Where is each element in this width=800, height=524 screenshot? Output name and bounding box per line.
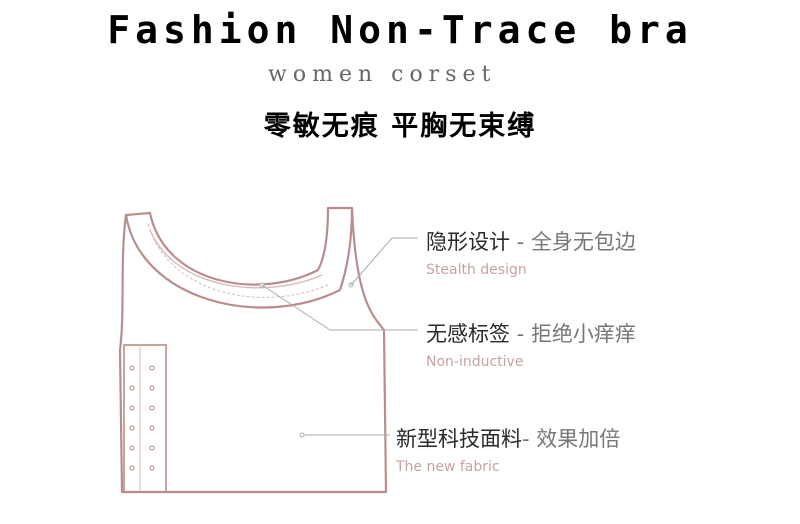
page-subtitle: women corset — [268, 62, 497, 87]
feature-benefit: 效果加倍 — [536, 427, 621, 451]
leader-line-1b — [261, 284, 331, 331]
feature-english: Non-inductive — [426, 354, 524, 370]
feature-benefit: 拒绝小痒痒 — [530, 322, 636, 346]
page-title: Fashion Non-Trace bra — [107, 8, 693, 52]
feature-separator: - — [510, 230, 531, 254]
hook-band — [123, 344, 167, 493]
feature-stealth: 隐形设计 - 全身无包边 Stealth design — [426, 226, 636, 278]
feature-name: 无感标签 — [426, 322, 510, 346]
feature-fabric: 新型科技面料- 效果加倍 The new fabric — [396, 423, 620, 475]
feature-separator: - — [510, 322, 531, 346]
bra-outline — [124, 206, 354, 309]
feature-english: The new fabric — [396, 459, 500, 475]
leader-lines — [259, 237, 418, 438]
neckline-inner — [149, 229, 323, 289]
feature-benefit: 全身无包边 — [530, 230, 636, 254]
leader-line-1 — [350, 237, 418, 286]
feature-name: 隐形设计 — [426, 230, 510, 254]
feature-tagless: 无感标签 - 拒绝小痒痒 Non-inductive — [426, 318, 636, 370]
feature-name: 新型科技面料 — [396, 427, 522, 451]
feature-separator: - — [522, 427, 537, 451]
neckline-stitch — [147, 223, 331, 298]
leader-dot-3 — [299, 432, 305, 438]
chinese-title: 零敏无痕 平胸无束缚 — [263, 111, 537, 142]
bra-body-outline — [118, 207, 388, 494]
feature-english: Stealth design — [426, 262, 527, 278]
hook-eyes — [129, 365, 155, 471]
